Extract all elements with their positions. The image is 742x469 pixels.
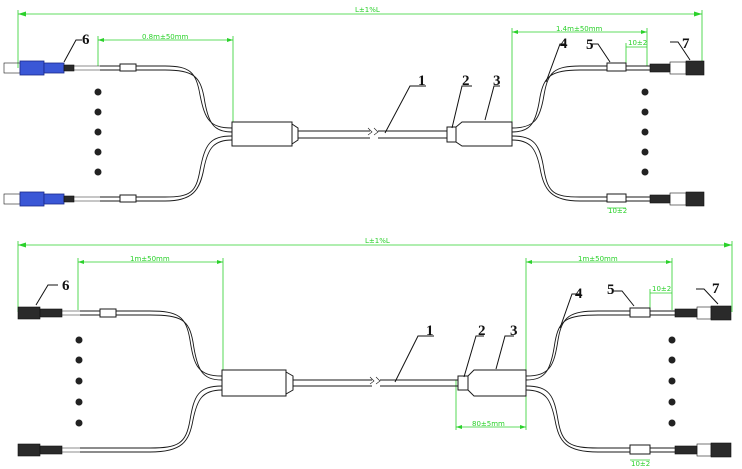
top-right-branch-label: 1.4m±50mm [556,25,603,33]
top-total-length-label: L±1%L [355,6,380,14]
bottom-right-dots [668,336,676,427]
bottom-total-length-dim: L±1%L [17,237,733,312]
bottom-sleeve-offset-label: 10±2 [652,285,671,293]
bottom-splitter-length-label: 80±5mm [472,420,505,428]
bottom-left-branch-label: 1m±50mm [130,255,170,263]
bottom-left-connector-upper [17,306,80,320]
bottom-callout-2: 2 [478,323,486,339]
bottom-lower-sleeve-label: 10±2 [631,460,650,468]
top-left-dots [94,88,102,176]
top-callouts: 1 2 3 4 5 6 7 [63,32,691,134]
top-right-branches: 10±2 [511,62,650,215]
top-right-branch-dim: 1.4m±50mm 10±2 [511,25,648,122]
bottom-callouts: 1 2 3 4 5 6 7 [35,278,720,383]
top-trunk [231,121,513,147]
bottom-left-connector-lower [17,443,80,457]
top-callout-6: 6 [82,32,90,48]
top-callout-5: 5 [586,37,594,53]
bottom-left-dots [75,336,83,427]
top-left-branch-label: 0.8m±50mm [142,33,189,41]
bottom-callout-7: 7 [712,281,720,297]
bottom-total-length-label: L±1%L [365,237,390,245]
bottom-callout-4: 4 [575,286,583,302]
bottom-right-branch-label: 1m±50mm [578,255,618,263]
bottom-diagram: L±1%L 1m±50mm 1m±50mm 10±2 [17,237,733,468]
bottom-right-branches: 10±2 [525,307,675,468]
top-lower-sleeve-label: 10±2 [608,207,627,215]
bottom-callout-5: 5 [607,282,615,298]
bottom-right-connector-upper [674,305,732,321]
bottom-right-connector-lower [674,442,732,458]
top-callout-3: 3 [493,73,501,89]
bottom-callout-6: 6 [62,278,70,294]
bottom-left-branch-dim: 1m±50mm [77,255,224,370]
top-sleeve-offset-label: 10±2 [628,39,647,47]
bottom-callout-1: 1 [426,323,434,339]
top-total-length-dim: L±1%L [17,6,703,68]
top-callout-4: 4 [560,36,568,52]
top-right-dots [641,88,649,176]
top-left-connector-lower [3,191,100,207]
bottom-left-branches [80,308,223,453]
top-callout-2: 2 [462,73,470,89]
top-right-connector-lower [649,191,705,207]
top-right-connector-upper [649,60,705,76]
bottom-splitter-length-dim: 80±5mm [455,380,527,430]
top-callout-7: 7 [682,36,690,52]
top-left-branch-dim: 0.8m±50mm [97,33,234,122]
top-left-branches [100,63,233,203]
top-callout-1: 1 [418,73,426,89]
top-diagram: L±1%L 0.8m±50mm 1.4m±50mm 10±2 [3,6,705,215]
bottom-callout-3: 3 [510,323,518,339]
bottom-trunk [221,369,527,397]
top-left-connector-upper [3,60,100,76]
bottom-right-branch-dim: 1m±50mm 10±2 [525,255,673,370]
